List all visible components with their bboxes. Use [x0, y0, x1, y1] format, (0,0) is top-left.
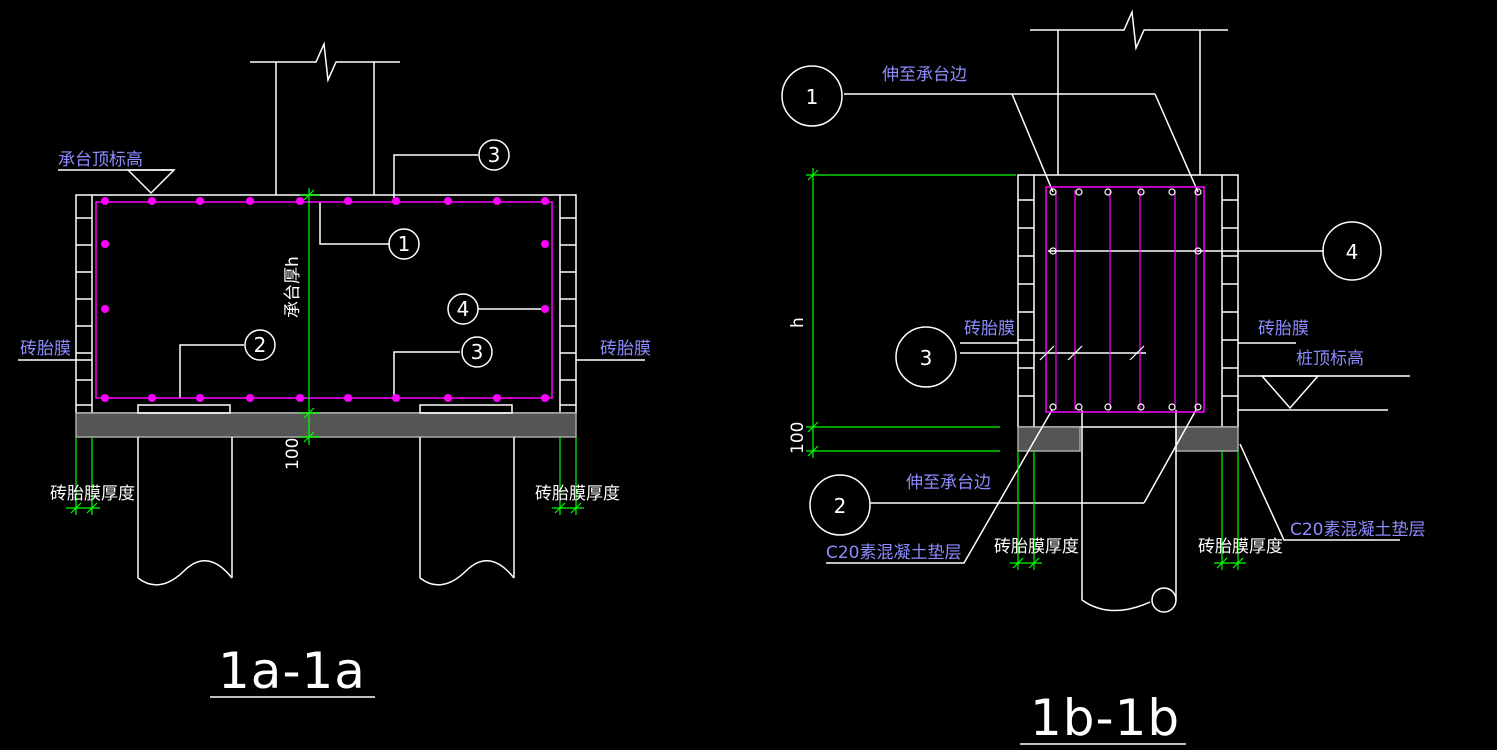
c20-cushion-left-label: C20素混凝土垫层 — [826, 543, 962, 563]
callout-1-a: 1 — [388, 228, 420, 260]
elevation-triangle-a — [126, 169, 176, 195]
brick-thickness-left-label-b: 砖胎膜厚度 — [994, 537, 1079, 557]
callout-4-b: 4 — [1322, 221, 1382, 281]
brick-mold-right-label-b: 砖胎膜 — [1258, 319, 1309, 339]
extend-to-cap-edge-bottom-label: 伸至承台边 — [906, 473, 991, 493]
callout-3-bottom-a: 3 — [461, 336, 493, 368]
svg-text:4: 4 — [457, 297, 470, 321]
callout-3-b: 3 — [895, 326, 957, 388]
section-title-1a: 1a-1a — [218, 642, 366, 700]
svg-text:3: 3 — [920, 346, 933, 370]
extend-to-cap-edge-top-label: 伸至承台边 — [882, 65, 967, 85]
dimensions-a — [66, 188, 584, 515]
pile-b — [1081, 410, 1177, 613]
brick-thickness-left-label-a: 砖胎膜厚度 — [50, 484, 135, 504]
pile-right-a — [419, 437, 515, 586]
pile-top-elevation-label: 桩顶标高 — [1296, 349, 1364, 369]
brick-thickness-right-label-a: 砖胎膜厚度 — [535, 484, 620, 504]
svg-text:2: 2 — [834, 494, 847, 518]
section-1a — [18, 41, 645, 698]
svg-text:3: 3 — [471, 340, 484, 364]
cap-thickness-label: 承台厚h — [283, 256, 303, 318]
rebar-cage-a — [95, 197, 553, 402]
dim-100-label-b: 100 — [788, 422, 808, 454]
dimensions-b — [806, 168, 1246, 570]
dim-100-label-a: 100 — [283, 438, 303, 470]
c20-cushion-right-label: C20素混凝土垫层 — [1290, 520, 1426, 540]
callout-4-a: 4 — [447, 293, 479, 325]
svg-text:3: 3 — [488, 143, 501, 167]
brick-mold-left-label-b: 砖胎膜 — [964, 319, 1015, 339]
cushion-left-b — [1017, 426, 1081, 452]
brick-mold-left-label-a: 砖胎膜 — [20, 339, 71, 359]
elevation-triangle-b — [1260, 375, 1320, 410]
svg-text:4: 4 — [1346, 240, 1359, 264]
svg-text:1: 1 — [398, 232, 411, 256]
column-a — [250, 41, 400, 195]
rebar-cage-b — [1039, 186, 1205, 413]
brick-wall-right-a — [559, 195, 576, 413]
cap-outline-b — [1017, 174, 1239, 428]
svg-text:1: 1 — [806, 85, 819, 109]
cushion-layer-a — [75, 412, 577, 438]
callout-2-a: 2 — [244, 329, 276, 361]
section-title-1b: 1b-1b — [1030, 689, 1180, 747]
callout-2-b: 2 — [809, 474, 871, 536]
callout-3-top-a: 3 — [478, 139, 510, 171]
svg-text:2: 2 — [254, 333, 267, 357]
brick-mold-right-label-a: 砖胎膜 — [600, 339, 651, 359]
cap-top-elevation-label: 承台顶标高 — [58, 150, 143, 170]
dim-h-label-b: h — [788, 317, 808, 328]
callout-1-b: 1 — [781, 65, 843, 127]
cap-outline-a — [75, 194, 577, 414]
section-1b — [826, 9, 1410, 745]
brick-thickness-right-label-b: 砖胎膜厚度 — [1198, 537, 1283, 557]
pile-left-a — [137, 437, 233, 586]
brick-wall-left-a — [76, 195, 93, 413]
column-b — [1030, 9, 1228, 175]
